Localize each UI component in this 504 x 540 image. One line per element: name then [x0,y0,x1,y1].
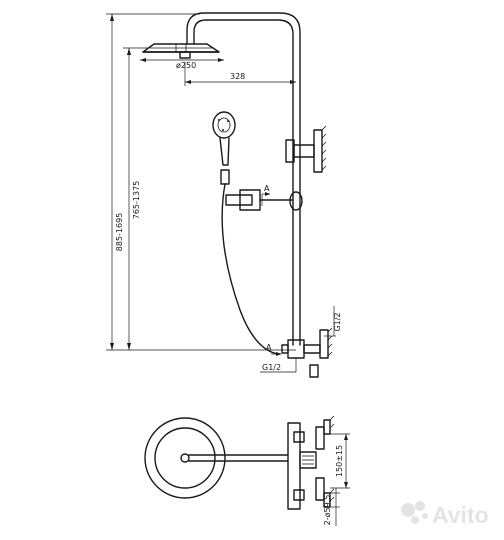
inlet-thread-right-dimension [324,306,336,337]
height-total-label: 885-1695 [115,213,124,252]
head-diameter-label: ø250 [176,61,196,70]
avito-watermark: Avito [401,501,489,528]
hand-shower [212,111,236,185]
slide-holder [225,189,303,211]
height-rail-label: 765-1375 [132,181,141,220]
overhead-arm-and-riser [186,12,301,346]
holder-section-arrow [261,192,270,206]
inlet-spacing-label: 150±15 [335,445,344,477]
outlet-section-arrow [271,352,282,356]
inlet-thread-label-left: G1/2 [262,363,281,372]
upper-wall-bracket [285,125,327,173]
thermostatic-mixer [287,415,335,510]
holder-mark-label: A [264,184,270,193]
watermark-text: Avito [432,502,489,528]
inlet-spacing-dimension [330,433,350,489]
shower-hose [221,183,279,355]
inlet-thread-label-right: G1/2 [333,312,342,331]
outlet-mark-label: A [266,343,272,352]
arm-reach-dimension [184,62,296,86]
arm-reach-label: 328 [230,72,245,81]
inlet-thread-left-leader [260,358,297,373]
pipe-diameter-label: 2-ø59,5 [323,495,332,526]
pipe-diameter-dimension [330,488,340,526]
rain-shower-head [142,43,220,59]
height-dimension-lines [106,13,296,351]
head-diameter-dimension [140,58,224,62]
diverter-valve [281,327,333,378]
top-view-head [144,417,289,499]
